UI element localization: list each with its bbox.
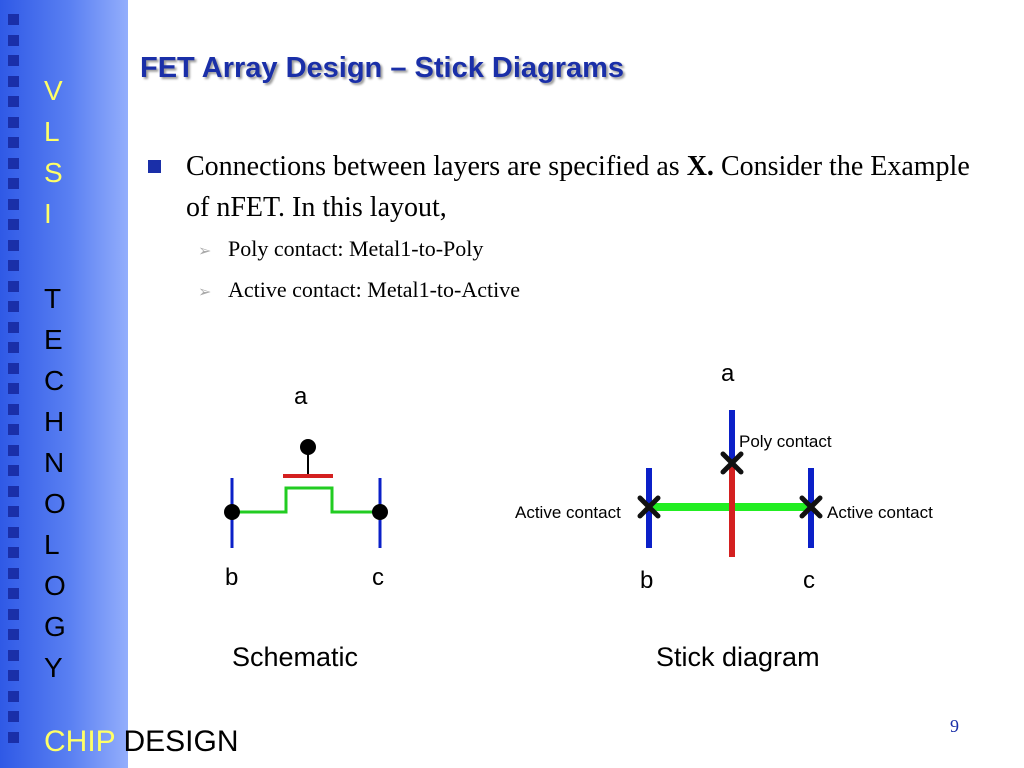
sidebar-letter: O bbox=[44, 570, 66, 601]
schematic-label-b: b bbox=[225, 564, 238, 591]
sidebar-letter: C bbox=[44, 365, 65, 396]
active-contact-right-label: Active contact bbox=[827, 503, 933, 522]
active-contact-x-icon bbox=[637, 495, 661, 519]
stick-caption: Stick diagram bbox=[656, 642, 820, 672]
sidebar-letter: I bbox=[44, 198, 52, 229]
sidebar-letter: H bbox=[44, 406, 65, 437]
sub-bullet: ➢ Poly contact: Metal1-to-Poly bbox=[198, 236, 483, 262]
arrow-bullet-icon: ➢ bbox=[198, 241, 212, 260]
footer-design: DESIGN bbox=[123, 725, 239, 758]
poly-contact-x-icon bbox=[720, 451, 744, 475]
sub-bullet: ➢ Active contact: Metal1-to-Active bbox=[198, 277, 520, 303]
sidebar: V L S I T E C H N O L O G Y bbox=[0, 0, 128, 768]
source-terminal-dot bbox=[224, 504, 240, 520]
sidebar-technology-text: T E C H N O L O G Y bbox=[44, 278, 84, 688]
sidebar-letter: V bbox=[44, 75, 63, 106]
page-number: 9 bbox=[950, 716, 959, 736]
schematic-label-c: c bbox=[372, 564, 384, 591]
sidebar-letter: G bbox=[44, 611, 66, 642]
gate-terminal-dot bbox=[300, 439, 316, 455]
footer-chip: CHIP bbox=[44, 725, 116, 758]
sub-bullet-text: Active contact: Metal1-to-Active bbox=[228, 277, 520, 302]
sidebar-letter: E bbox=[44, 324, 63, 355]
active-contact-x-icon bbox=[799, 495, 823, 519]
sidebar-letter: N bbox=[44, 447, 65, 478]
stick-label-a: a bbox=[721, 360, 735, 387]
bullet-square-icon bbox=[148, 160, 161, 173]
active-contact-left-label: Active contact bbox=[515, 503, 621, 522]
schematic-caption: Schematic bbox=[232, 642, 358, 672]
schematic-diagram: a b c Schematic bbox=[224, 383, 388, 672]
main-bullet-text: Connections between layers are specified… bbox=[186, 146, 978, 228]
sidebar-letter: L bbox=[44, 529, 60, 560]
decorative-square-column bbox=[8, 14, 20, 752]
stick-label-b: b bbox=[640, 567, 653, 594]
sidebar-letter: Y bbox=[44, 652, 63, 683]
sidebar-letter: L bbox=[44, 116, 60, 147]
stick-label-c: c bbox=[803, 567, 815, 594]
sidebar-letter: T bbox=[44, 283, 62, 314]
main-bullet: Connections between layers are specified… bbox=[148, 146, 978, 228]
poly-contact-label: Poly contact bbox=[739, 432, 832, 451]
main-bullet-bold: X. bbox=[686, 151, 714, 182]
main-bullet-after: Consider the Example of nFET. In this la… bbox=[186, 151, 970, 223]
sidebar-letter: O bbox=[44, 488, 66, 519]
slide-title: FET Array Design – Stick Diagrams bbox=[140, 52, 625, 84]
footer-brand: CHIP DESIGN bbox=[44, 725, 239, 759]
arrow-bullet-icon: ➢ bbox=[198, 282, 212, 301]
sidebar-letter: S bbox=[44, 157, 63, 188]
sidebar-vlsi-text: V L S I bbox=[44, 70, 84, 234]
sub-bullet-text: Poly contact: Metal1-to-Poly bbox=[228, 236, 484, 261]
schematic-label-a: a bbox=[294, 383, 308, 410]
drain-terminal-dot bbox=[372, 504, 388, 520]
main-bullet-before: Connections between layers are specified… bbox=[186, 151, 687, 182]
stick-diagram: a Poly contact Active contact Active con… bbox=[515, 360, 933, 672]
channel-line bbox=[232, 486, 380, 514]
